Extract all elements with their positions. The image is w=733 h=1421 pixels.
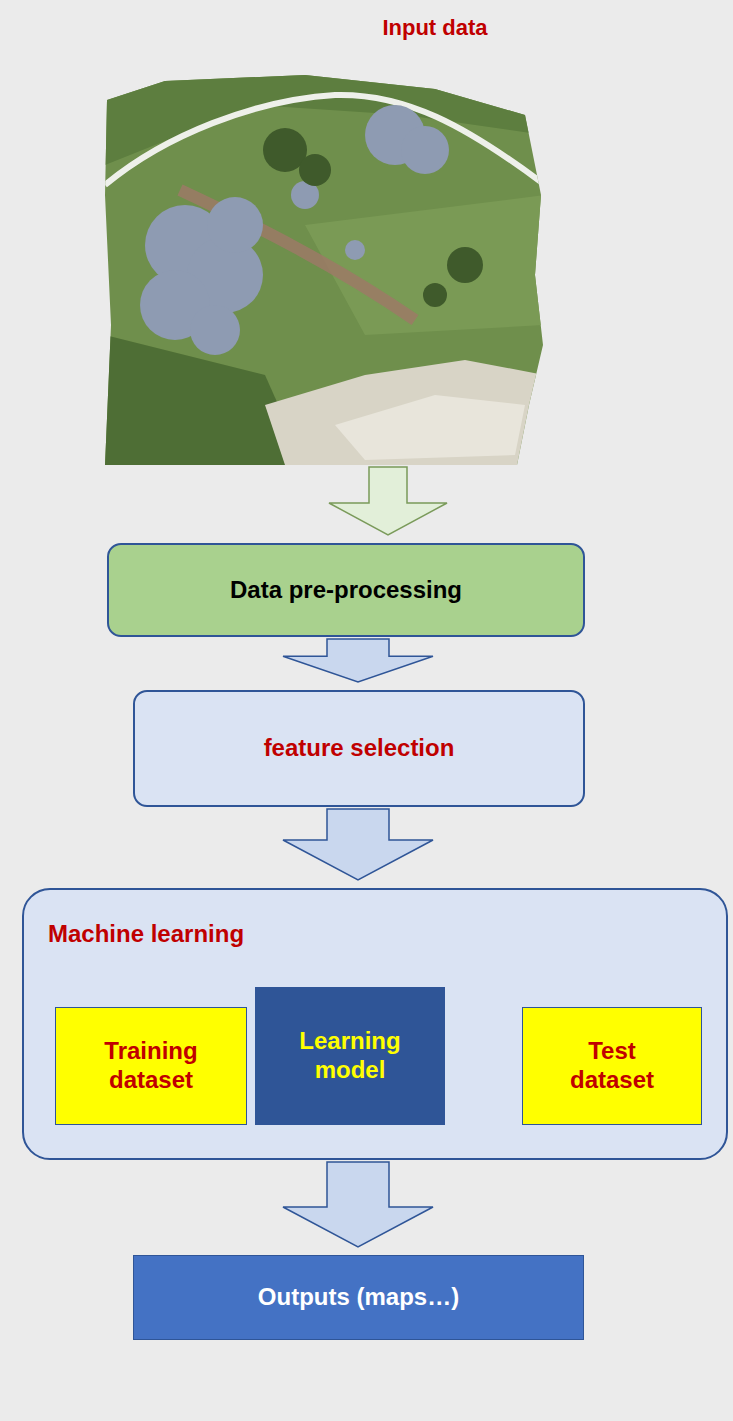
dataset-box: Test dataset [522, 1007, 702, 1125]
node-heading: Input data [335, 15, 535, 41]
node-label: Learning model [290, 1027, 410, 1085]
block-arrow [283, 809, 433, 880]
node-label: feature selection [264, 734, 455, 763]
node-label: Data pre-processing [230, 576, 462, 605]
dataset-box: Training dataset [55, 1007, 247, 1125]
block-arrow [283, 1162, 433, 1247]
node-heading: Machine learning [48, 920, 702, 949]
node-label: Training dataset [91, 1037, 211, 1095]
group-box: Machine learningTraining dataset Learning… [22, 888, 728, 1160]
output-box: Outputs (maps…) [133, 1255, 584, 1340]
node-label: Outputs (maps…) [258, 1283, 459, 1312]
block-arrow [329, 467, 447, 535]
model-box: Learning model [255, 987, 445, 1125]
image-block: Input data [105, 15, 545, 465]
process-box: feature selection [133, 690, 585, 807]
block-arrow [283, 639, 433, 682]
process-box: Data pre-processing [107, 543, 585, 637]
aerial-image [105, 75, 545, 465]
node-label: Test dataset [552, 1037, 672, 1095]
